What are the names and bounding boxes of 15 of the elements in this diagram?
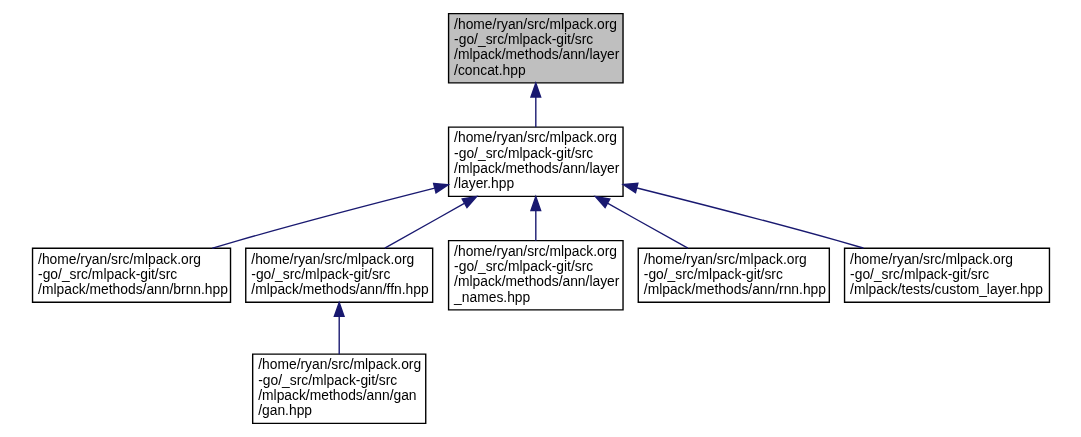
arrow	[529, 194, 542, 242]
node-box: /home/ryan/src/mlpack.org -go/_src/mlpack-git/src /mlpack/methods/ann/layer /concat.hpp	[447, 12, 624, 84]
node-box: /home/ryan/src/mlpack.org -go/_src/mlpack-git/src /mlpack/methods/ann/rnn.hpp	[637, 247, 830, 303]
node-box: /home/ryan/src/mlpack.org -go/_src/mlpack-git/src /mlpack/methods/ann/layer _names.hpp	[447, 239, 624, 311]
node-box: /home/ryan/src/mlpack.org -go/_src/mlpack-git/src /mlpack/methods/ann/brnn.hpp	[31, 247, 231, 303]
arrow	[332, 300, 345, 355]
node-box: /home/ryan/src/mlpack.org -go/_src/mlpack-git/src /mlpack/methods/ann/gan /gan.hpp	[251, 353, 426, 425]
arrow	[383, 195, 478, 249]
arrow	[529, 81, 542, 128]
arrow	[211, 182, 450, 249]
node-box: /home/ryan/src/mlpack.org -go/_src/mlpack-git/src /mlpack/methods/ann/layer /layer.hpp	[447, 126, 624, 198]
node-box: /home/ryan/src/mlpack.org -go/_src/mlpack-git/src /mlpack/methods/ann/ffn.hpp	[244, 247, 433, 303]
node-box: /home/ryan/src/mlpack.org -go/_src/mlpack-git/src /mlpack/tests/custom_layer.hpp	[843, 247, 1050, 303]
arrow	[593, 195, 689, 249]
arrow	[620, 182, 864, 249]
